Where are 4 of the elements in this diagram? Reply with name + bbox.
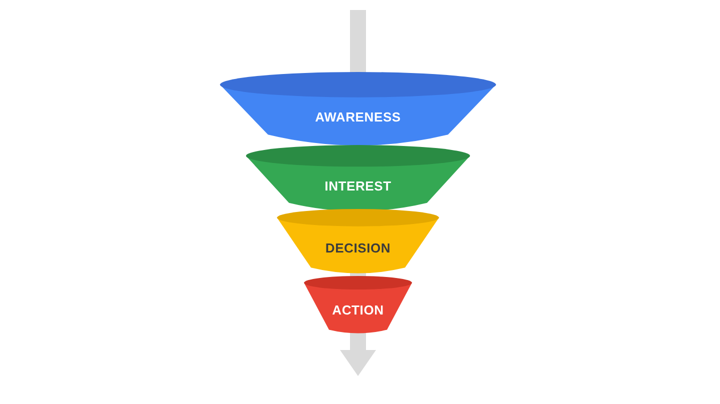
stage-label: DECISION — [325, 240, 391, 256]
stage-label: INTEREST — [324, 178, 392, 194]
stage-label: ACTION — [332, 302, 384, 318]
stage-label: AWARENESS — [315, 110, 401, 125]
